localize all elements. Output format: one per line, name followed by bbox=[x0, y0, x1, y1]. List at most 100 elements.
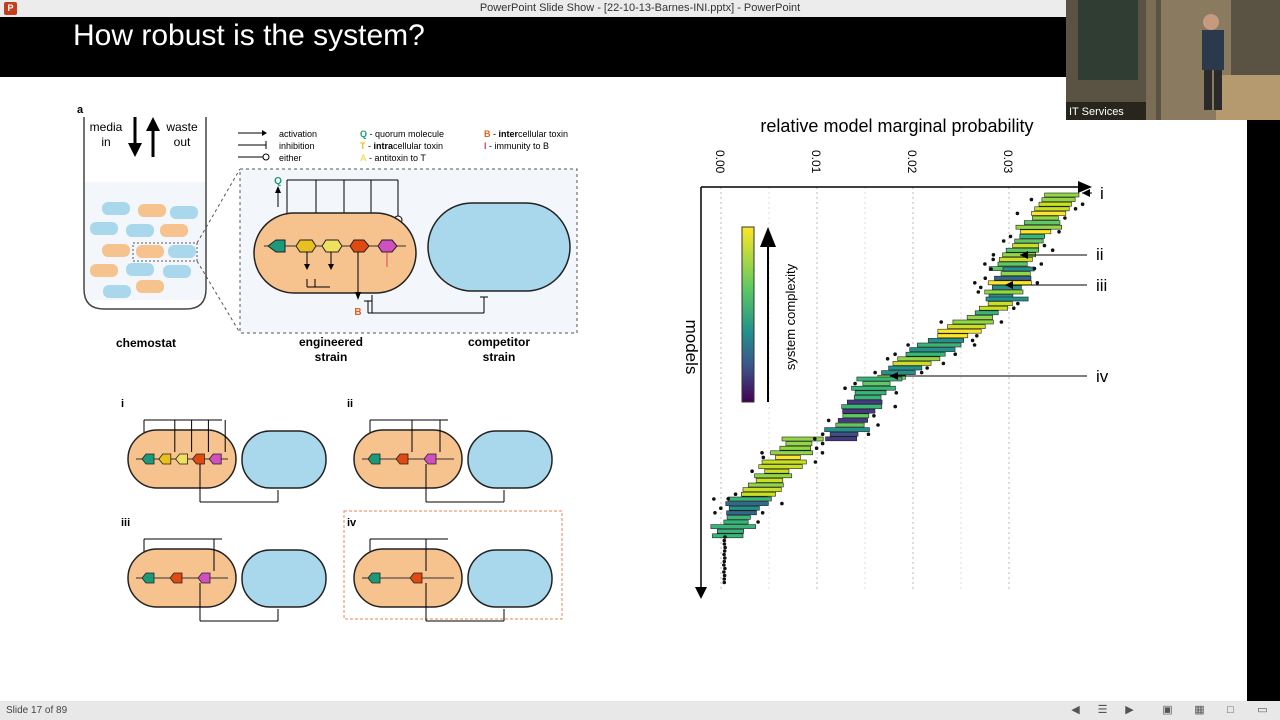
annotation-label: iv bbox=[1096, 367, 1109, 386]
outlier-point bbox=[983, 276, 988, 281]
model-bar bbox=[770, 450, 813, 456]
subpanel-label: iii bbox=[121, 517, 130, 529]
model-bar bbox=[712, 533, 744, 539]
waste-out-line1: waste bbox=[165, 120, 198, 134]
right-black-strip bbox=[1247, 120, 1280, 700]
model-bar bbox=[881, 370, 916, 375]
outlier-point bbox=[1001, 239, 1006, 243]
model-bar bbox=[764, 468, 790, 474]
model-bar bbox=[710, 524, 756, 529]
next-icon[interactable]: ▶ bbox=[1125, 704, 1134, 716]
subpanel-iii: iii bbox=[121, 517, 327, 622]
outlier-point bbox=[722, 573, 727, 578]
subpanel-i: i bbox=[121, 398, 327, 503]
outlier-point bbox=[885, 357, 890, 361]
outlier-point bbox=[1050, 248, 1055, 252]
model-bar bbox=[1023, 220, 1061, 225]
model-bar bbox=[725, 501, 769, 506]
model-bar bbox=[726, 510, 757, 516]
model-bar bbox=[984, 289, 1024, 295]
outlier-point bbox=[906, 343, 910, 347]
outlier-point bbox=[780, 501, 784, 506]
model-bar bbox=[952, 319, 994, 325]
slide-sorter-icon[interactable]: ▦ bbox=[1194, 704, 1205, 716]
outlier-point bbox=[991, 257, 996, 262]
status-bar: Slide 17 of 89 ◀ ☰ ▶ ▣ ▦ □ ▭ bbox=[0, 701, 1280, 720]
slide-counter: Slide 17 of 89 bbox=[6, 705, 68, 716]
annotation-arrow bbox=[1005, 281, 1013, 289]
outlier-point bbox=[722, 563, 726, 567]
outlier-point bbox=[1015, 211, 1020, 216]
model-bar bbox=[994, 275, 1032, 281]
model-bar bbox=[927, 338, 965, 343]
model-bar bbox=[758, 464, 803, 469]
annotation-label: i bbox=[1100, 184, 1104, 203]
engineered-label-1: engineered bbox=[299, 335, 363, 349]
model-bar bbox=[779, 445, 811, 451]
model-bar bbox=[888, 365, 923, 371]
model-bar bbox=[846, 399, 883, 405]
menu-icon[interactable]: ☰ bbox=[1097, 704, 1108, 716]
subpanel-ii: ii bbox=[347, 398, 553, 503]
legend-inhibition: inhibition bbox=[279, 141, 315, 151]
reading-view-icon[interactable]: □ bbox=[1227, 704, 1234, 716]
model-bar bbox=[755, 478, 784, 483]
outlier-point bbox=[814, 446, 819, 451]
outlier-point bbox=[813, 437, 817, 441]
model-bar bbox=[892, 361, 932, 366]
slideshow-icon[interactable]: ▭ bbox=[1257, 704, 1268, 716]
outlier-point bbox=[975, 334, 979, 338]
model-bar bbox=[726, 515, 751, 520]
waste-out-line2: out bbox=[174, 135, 191, 149]
model-bar bbox=[824, 427, 870, 432]
video-caption: IT Services bbox=[1069, 106, 1124, 118]
quorum-node: Q bbox=[274, 176, 282, 187]
annotation-arrow bbox=[890, 372, 898, 380]
model-bar bbox=[1038, 201, 1072, 207]
outlier-point bbox=[853, 381, 857, 386]
outlier-point bbox=[726, 497, 730, 501]
model-bar bbox=[979, 305, 1008, 311]
outlier-point bbox=[978, 285, 983, 290]
slide-title: How robust is the system? bbox=[73, 19, 425, 52]
outlier-point bbox=[894, 391, 899, 395]
model-bar bbox=[991, 285, 1022, 290]
outlier-point bbox=[1073, 207, 1078, 211]
legend-activation: activation bbox=[279, 129, 317, 139]
outlier-point bbox=[925, 366, 929, 370]
chemostat-vessel bbox=[83, 117, 207, 310]
panel-label: a bbox=[77, 104, 84, 116]
outlier-point bbox=[719, 506, 723, 511]
outlier-point bbox=[820, 441, 825, 446]
model-bar bbox=[842, 408, 876, 414]
model-bar bbox=[917, 342, 962, 348]
outlier-point bbox=[750, 469, 754, 474]
model-bar bbox=[853, 395, 882, 400]
slide-title-bar: How robust is the system? bbox=[0, 17, 1066, 77]
outlier-point bbox=[919, 370, 924, 375]
model-bar bbox=[781, 436, 824, 442]
model-bar bbox=[1044, 192, 1080, 198]
outlier-point bbox=[722, 538, 727, 543]
outlier-point bbox=[722, 559, 727, 564]
model-bar bbox=[723, 519, 749, 525]
x-tick-label: 0.01 bbox=[809, 150, 823, 174]
outlier-point bbox=[876, 423, 880, 427]
model-bar bbox=[851, 385, 896, 391]
model-bar bbox=[761, 459, 807, 465]
model-bar bbox=[985, 296, 1029, 302]
normal-view-icon[interactable]: ▣ bbox=[1162, 704, 1173, 716]
model-bar bbox=[727, 496, 772, 502]
x-tick-label: 0.02 bbox=[905, 150, 919, 174]
presenter-video-frame: IT Services bbox=[1066, 0, 1280, 120]
outlier-point bbox=[893, 352, 897, 357]
model-bar bbox=[997, 261, 1028, 267]
previous-icon[interactable]: ◀ bbox=[1071, 704, 1080, 716]
slide-canvas[interactable]: How robust is the system? a media in was… bbox=[0, 17, 1247, 701]
outlier-point bbox=[991, 253, 996, 257]
model-bar bbox=[1032, 215, 1059, 221]
outlier-point bbox=[760, 511, 765, 515]
legend-either: either bbox=[279, 153, 302, 163]
legend-right-item-1: I - immunity to B bbox=[484, 141, 549, 151]
